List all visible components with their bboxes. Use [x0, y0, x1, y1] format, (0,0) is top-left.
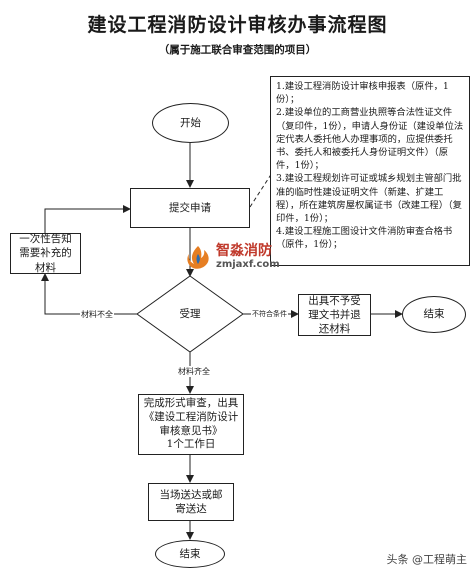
- end-bottom-label: 结束: [179, 547, 201, 560]
- accept-label: 受理: [179, 308, 201, 320]
- page-subtitle: （属于施工联合审查范围的项目）: [158, 44, 317, 56]
- no-accept-node: 出具不予受理文书并退还材料: [298, 294, 371, 336]
- end-right-label: 结束: [423, 308, 445, 321]
- start-node: 开始: [152, 103, 229, 143]
- edge-label-not-meet: 不符合条件: [251, 309, 288, 319]
- watermark-logo-icon: [187, 246, 209, 269]
- watermark-name: 智淼消防: [216, 243, 272, 259]
- deliver-node: 当场送达或邮寄送达: [148, 483, 234, 521]
- notify-node: 一次性告知需要补充的材料: [10, 233, 81, 274]
- edge-accept-notify: [41, 273, 137, 315]
- edge-label-incomplete: 材料不全: [80, 309, 114, 320]
- apply-label: 提交申请: [169, 201, 211, 214]
- no-accept-label: 出具不予受理文书并退还材料: [308, 294, 361, 336]
- review-line-1: 完成形式审查，出具: [143, 397, 239, 410]
- credit-label: 头条 @工程萌主: [386, 553, 468, 566]
- watermark-url: zmjaxf.com: [216, 259, 280, 271]
- end-bottom-node: 结束: [155, 540, 225, 568]
- review-line-4: 1个工作日: [166, 438, 216, 451]
- edge-notify-apply: [44, 205, 131, 233]
- review-line-3: 审核意见书》: [159, 424, 223, 437]
- document-item-2: 2.建设单位的工商营业执照等合法性证文件（复印件，1份），申请人身份证（建设单位…: [276, 107, 464, 172]
- document-item-3: 3.建设工程规划许可证或城乡规划主管部门批准的临时性建设证明文件（新建、扩建工程…: [276, 173, 462, 224]
- document-item-4: 4.建设工程施工图设计文件消防审查合格书（原件，1份）；: [276, 226, 453, 251]
- document-item-1: 1.建设工程消防设计审核申报表（原件，1份）；: [276, 81, 449, 106]
- review-node: 完成形式审查，出具 《建设工程消防设计 审核意见书》 1个工作日: [138, 394, 244, 455]
- page-title: 建设工程消防设计审核办事流程图: [87, 14, 388, 36]
- notify-label: 一次性告知需要补充的材料: [19, 233, 72, 274]
- accept-diamond: [136, 275, 244, 353]
- watermark: 智淼消防 zmjaxf.com: [184, 243, 280, 271]
- review-line-2: 《建设工程消防设计: [143, 410, 239, 423]
- deliver-label: 当场送达或邮寄送达: [159, 488, 223, 515]
- end-right-node: 结束: [402, 296, 466, 333]
- apply-node: 提交申请: [130, 188, 250, 228]
- edge-label-complete: 材料齐全: [177, 366, 211, 377]
- start-label: 开始: [180, 116, 201, 129]
- required-documents-box: 1.建设工程消防设计审核申报表（原件，1份）； 2.建设单位的工商营业执照等合法…: [270, 76, 470, 266]
